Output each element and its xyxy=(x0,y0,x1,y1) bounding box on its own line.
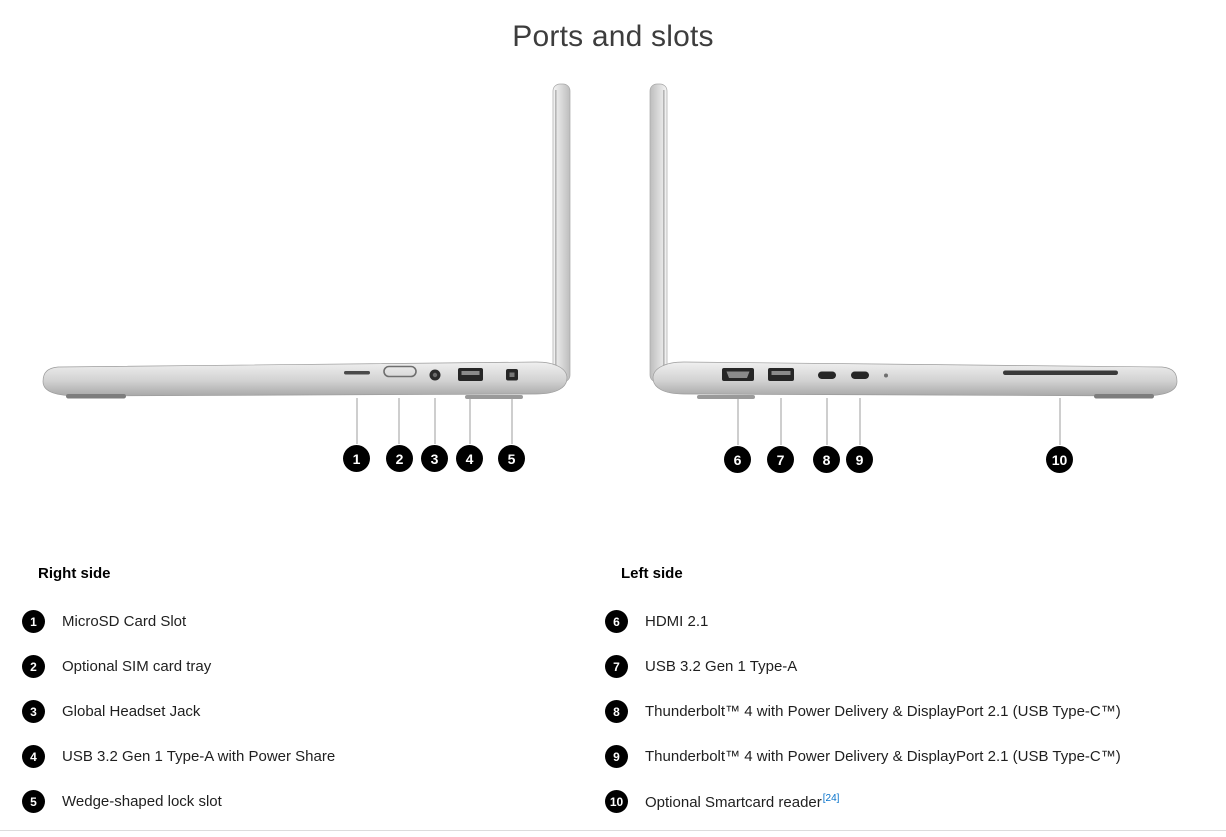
item-number-badge: 4 xyxy=(22,745,45,768)
item-label: Optional SIM card tray xyxy=(62,658,212,675)
legend-item-3: 3 Global Headset Jack xyxy=(22,700,597,723)
laptop-side-views-graphic xyxy=(42,83,1178,445)
left-side-heading: Left side xyxy=(621,565,683,582)
item-label: Global Headset Jack xyxy=(62,703,201,720)
port-usb-c-2-graphic xyxy=(851,371,869,379)
item-label: HDMI 2.1 xyxy=(645,613,709,630)
item-number-badge: 10 xyxy=(605,790,628,813)
legend-item-5: 5 Wedge-shaped lock slot xyxy=(22,790,597,813)
laptop-right-side-illustration xyxy=(42,83,571,399)
item-number-badge: 2 xyxy=(22,655,45,678)
item-number-badge: 1 xyxy=(22,610,45,633)
right-side-heading: Right side xyxy=(38,565,111,582)
item-number-badge: 6 xyxy=(605,610,628,633)
port-usb-c-1-graphic xyxy=(818,371,836,379)
port-lock-slot-graphic xyxy=(506,369,518,381)
legend-item-8: 8 Thunderbolt™ 4 with Power Delivery & D… xyxy=(605,700,1180,723)
ports-diagram: 1 2 3 4 5 6 7 8 9 10 xyxy=(42,83,1178,473)
port-usb-a-right-graphic xyxy=(458,368,483,381)
diagram-callout-4: 4 xyxy=(456,445,483,472)
item-label: Wedge-shaped lock slot xyxy=(62,793,222,810)
diagram-callout-5: 5 xyxy=(498,445,525,472)
diagram-callout-3: 3 xyxy=(421,445,448,472)
diagram-callout-8: 8 xyxy=(813,446,840,473)
port-headset-jack-graphic xyxy=(429,369,441,381)
bottom-divider xyxy=(0,830,1226,831)
port-hdmi-graphic xyxy=(722,368,754,381)
legend-item-6: 6 HDMI 2.1 xyxy=(605,610,1180,633)
item-number-badge: 5 xyxy=(22,790,45,813)
left-side-legend: Left side 6 HDMI 2.1 7 USB 3.2 Gen 1 Typ… xyxy=(605,565,1180,835)
diagram-callout-7: 7 xyxy=(767,446,794,473)
diagram-callout-1: 1 xyxy=(343,445,370,472)
legend-item-2: 2 Optional SIM card tray xyxy=(22,655,597,678)
status-led-graphic xyxy=(884,373,888,378)
port-microsd-slot-graphic xyxy=(344,371,370,375)
port-sim-tray-graphic xyxy=(383,365,417,378)
diagram-callout-2: 2 xyxy=(386,445,413,472)
item-label: Thunderbolt™ 4 with Power Delivery & Dis… xyxy=(645,748,1121,765)
port-usb-a-left-graphic xyxy=(768,368,794,381)
footnote-link-24[interactable]: [24] xyxy=(822,792,840,804)
diagram-callout-6: 6 xyxy=(724,446,751,473)
page-title: Ports and slots xyxy=(512,20,714,53)
legend-item-9: 9 Thunderbolt™ 4 with Power Delivery & D… xyxy=(605,745,1180,768)
item-label: Optional Smartcard reader[24] xyxy=(645,792,840,811)
callout-leader-lines xyxy=(356,398,1061,445)
legend-item-10: 10 Optional Smartcard reader[24] xyxy=(605,790,1180,813)
legend-item-7: 7 USB 3.2 Gen 1 Type-A xyxy=(605,655,1180,678)
item-label: USB 3.2 Gen 1 Type-A with Power Share xyxy=(62,748,336,765)
port-smartcard-reader-graphic xyxy=(1003,370,1118,375)
diagram-callout-9: 9 xyxy=(846,446,873,473)
legend-item-1: 1 MicroSD Card Slot xyxy=(22,610,597,633)
legend-item-4: 4 USB 3.2 Gen 1 Type-A with Power Share xyxy=(22,745,597,768)
item-number-badge: 8 xyxy=(605,700,628,723)
item-number-badge: 9 xyxy=(605,745,628,768)
laptop-left-side-illustration xyxy=(649,83,1178,399)
item-label: USB 3.2 Gen 1 Type-A xyxy=(645,658,798,675)
item-label: Thunderbolt™ 4 with Power Delivery & Dis… xyxy=(645,703,1121,720)
right-side-legend: Right side 1 MicroSD Card Slot 2 Optiona… xyxy=(22,565,597,835)
item-number-badge: 3 xyxy=(22,700,45,723)
item-label: MicroSD Card Slot xyxy=(62,613,187,630)
diagram-callout-10: 10 xyxy=(1046,446,1073,473)
item-number-badge: 7 xyxy=(605,655,628,678)
